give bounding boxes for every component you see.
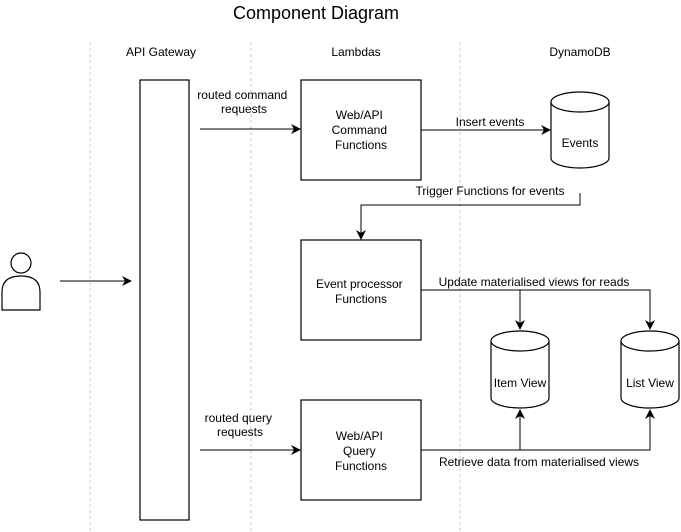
api-gateway-box <box>139 79 190 521</box>
lane-label-lambdas: Lambdas <box>331 45 380 59</box>
trigger-functions-label: Trigger Functions for events <box>416 184 565 198</box>
item-view-store <box>490 330 550 409</box>
retrieve-data-label: Retrieve data from materialised views <box>439 455 639 469</box>
query-functions-box <box>300 399 422 501</box>
item-view-store-label: Item View <box>494 376 547 390</box>
insert-events-label: Insert events <box>456 115 525 129</box>
lane-label-api-gateway: API Gateway <box>126 45 196 59</box>
events-store <box>550 91 610 169</box>
user-icon <box>1 252 41 311</box>
lane-label-dynamodb: DynamoDB <box>549 45 610 59</box>
query-functions-label: Web/API Query Functions <box>335 429 387 473</box>
list-view-store <box>620 330 680 409</box>
update-views-label: Update materialised views for reads <box>439 275 630 289</box>
diagram-title: Component Diagram <box>233 3 399 23</box>
event-processor-label: Event processor Functions <box>316 277 406 306</box>
routed-command-label: routed command requests <box>197 88 290 116</box>
list-view-store-label: List View <box>626 376 674 390</box>
update-list-view-arrow <box>421 289 655 330</box>
command-functions-box <box>300 79 422 181</box>
trigger-functions-arrow <box>356 193 581 240</box>
command-functions-label: Web/API Command Functions <box>332 108 391 152</box>
routed-query-label: routed query requests <box>205 411 276 439</box>
retrieve-list-view-arrow <box>421 409 655 451</box>
events-store-label: Events <box>562 136 599 150</box>
event-processor-box <box>300 239 422 341</box>
